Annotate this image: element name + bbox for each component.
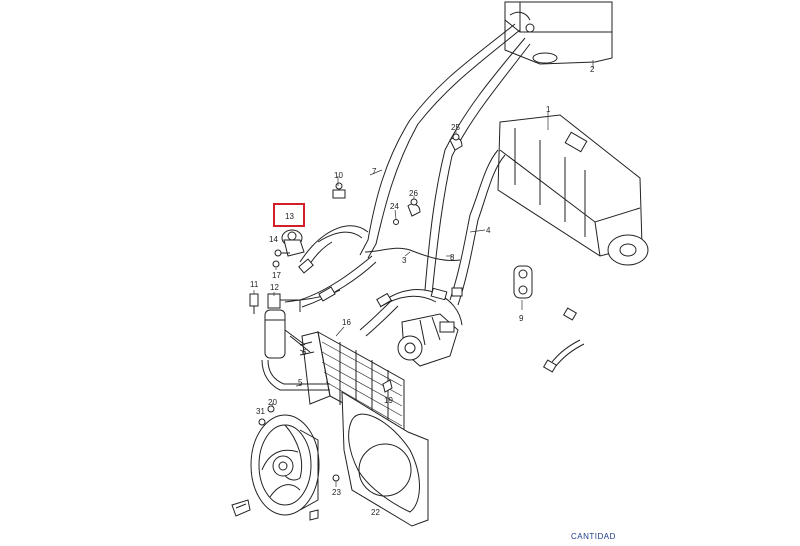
part-13-bracket: [281, 229, 305, 257]
drain-hose: [542, 307, 585, 373]
label-19: 19: [384, 396, 393, 405]
screw-14: [274, 249, 290, 257]
nut-23: [332, 474, 340, 482]
label-22: 22: [371, 508, 380, 517]
label-9: 9: [519, 314, 524, 323]
quantity-header: CANTIDAD: [571, 532, 616, 541]
bolt-24: [393, 219, 399, 225]
nut-17: [272, 260, 280, 268]
label-14: 14: [269, 235, 278, 244]
clip-10: [332, 182, 346, 199]
compressor: [397, 313, 459, 367]
part-13-highlight-box[interactable]: [273, 203, 305, 227]
label-3: 3: [402, 256, 407, 265]
fan-shroud: [341, 391, 429, 527]
label-26: 26: [409, 189, 418, 198]
pressure-switch-11: [249, 293, 259, 314]
label-17: 17: [272, 271, 281, 280]
label-4: 4: [486, 226, 491, 235]
label-1: 1: [546, 105, 551, 114]
label-24: 24: [390, 202, 399, 211]
refrigerant-pipes: [284, 23, 531, 337]
evaporator-housing: [504, 1, 613, 65]
label-5: 5: [298, 378, 303, 387]
label-13: 13: [285, 212, 294, 221]
label-10: 10: [334, 171, 343, 180]
bolt-31: [258, 418, 266, 426]
label-23: 23: [332, 488, 341, 497]
label-11: 11: [250, 280, 259, 289]
label-8: 8: [450, 253, 455, 262]
receiver-dryer: [264, 293, 301, 359]
condenser: [299, 331, 405, 437]
label-20: 20: [268, 398, 277, 407]
label-16: 16: [342, 318, 351, 327]
cooling-fan: [250, 414, 320, 516]
bracket-9: [513, 265, 533, 299]
bolt-20: [267, 405, 275, 413]
connector-bottom-left: [231, 499, 251, 517]
clip-26: [407, 198, 421, 217]
condenser-pipes: [261, 329, 330, 391]
label-12: 12: [270, 283, 279, 292]
label-6: 6: [302, 348, 307, 357]
label-2: 2: [590, 65, 595, 74]
label-7: 7: [372, 167, 377, 176]
connector-bottom-fan: [309, 509, 319, 521]
leader-lines: [253, 60, 594, 487]
label-31: 31: [256, 407, 265, 416]
clip-19: [382, 379, 393, 393]
heater-case: [497, 114, 649, 266]
label-25: 25: [451, 123, 460, 132]
part-labels: 1 2 3 4 5 6 7 8 9 10 11 12 13 14 16 17 1…: [250, 65, 595, 517]
